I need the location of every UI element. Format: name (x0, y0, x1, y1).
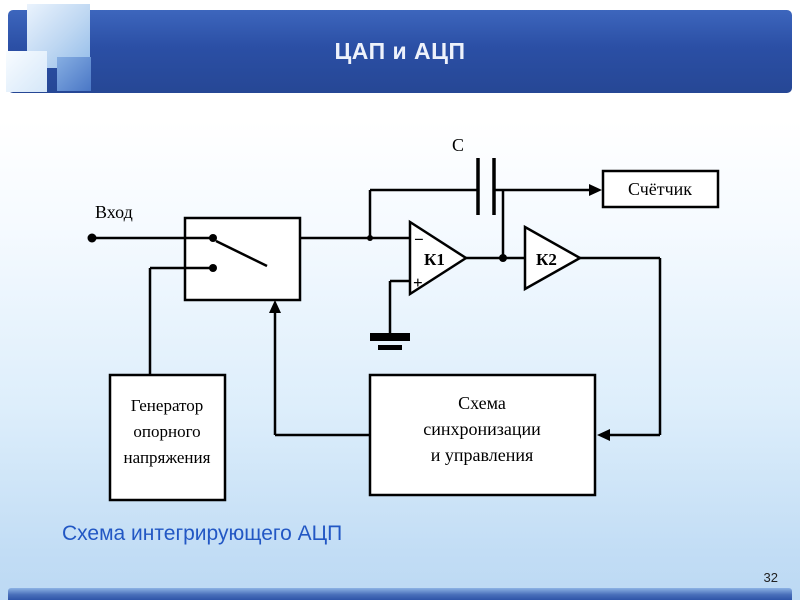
opamp-k1-triangle (408, 219, 469, 297)
integrating-adc-schematic: Вход C Счётчик − + (87, 135, 720, 502)
k1-label: К1 (424, 250, 445, 269)
control-label-line2: синхронизации (423, 419, 541, 439)
counter-label: Счётчик (628, 179, 692, 199)
generator-box (108, 373, 227, 502)
decor-square-pale (6, 51, 47, 92)
slide-title: ЦАП и АЦП (334, 38, 466, 64)
generator-label-line1: Генератор (131, 396, 204, 415)
capacitor-label: C (452, 135, 464, 155)
ground-bar-2 (378, 345, 402, 350)
k1-minus-sign: − (414, 230, 424, 249)
circuit-diagram: Вход C Счётчик − + (0, 95, 800, 575)
switch-box (183, 216, 302, 302)
generator-label-line3: напряжения (124, 448, 211, 467)
control-arrowhead-icon (597, 429, 610, 441)
page-number: 32 (763, 570, 778, 585)
ground-bar-1 (370, 333, 410, 341)
control-box (368, 373, 597, 497)
switch-contact-upper (209, 234, 217, 242)
k1-plus-sign: + (413, 273, 423, 292)
slide-caption: Схема интегрирующего АЦП (62, 522, 343, 545)
opamp-k2-triangle (523, 224, 583, 292)
generator-label-line2: опорного (133, 422, 200, 441)
switch-arrowhead-icon (269, 300, 281, 313)
control-label-line1: Схема (458, 393, 506, 413)
control-label-line3: и управления (431, 445, 534, 465)
counter-box (601, 169, 720, 209)
input-label: Вход (95, 202, 133, 222)
switch-arm (215, 239, 268, 268)
k2-label: К2 (536, 250, 557, 269)
counter-arrowhead-icon (589, 184, 602, 196)
decor-square-dark (57, 57, 91, 91)
footer-bar (8, 588, 792, 600)
header-bar (8, 10, 792, 93)
